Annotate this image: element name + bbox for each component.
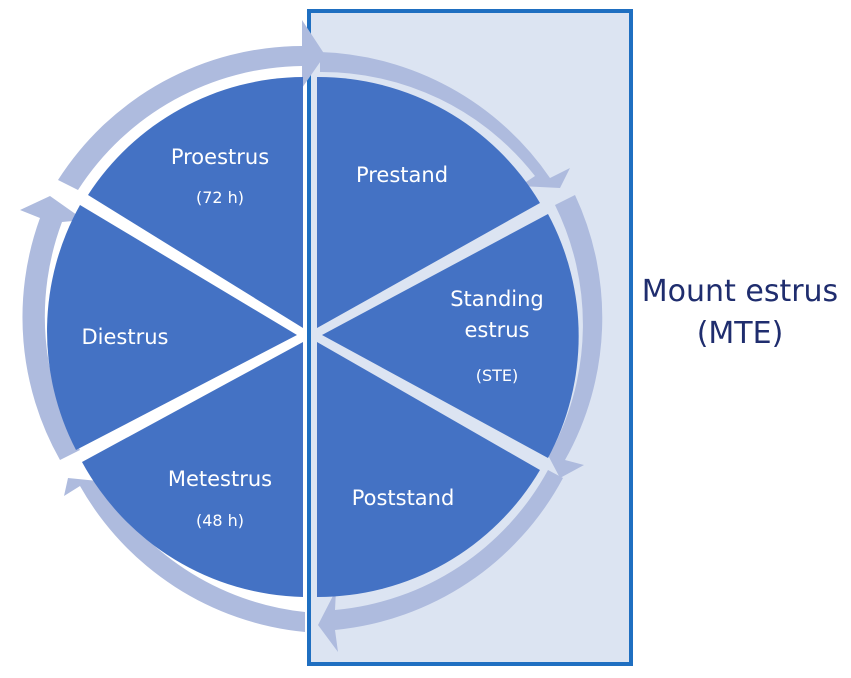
segment-prestand xyxy=(317,76,540,328)
label-metestrus-duration: (48 h) xyxy=(196,511,244,530)
cycle-arrow-1 xyxy=(58,20,325,190)
label-standing-line1: Standing xyxy=(450,287,544,311)
label-diestrus: Diestrus xyxy=(82,325,169,349)
mount-estrus-label-line1: Mount estrus xyxy=(642,274,838,309)
label-standing-line2: estrus xyxy=(465,318,530,342)
label-standing-abbrev: (STE) xyxy=(476,366,519,385)
cycle-arrow-2 xyxy=(320,52,570,188)
cycle-arrow-6 xyxy=(20,196,84,460)
segment-proestrus xyxy=(88,77,303,328)
segment-standing-estrus xyxy=(322,214,579,458)
label-metestrus: Metestrus xyxy=(168,467,272,491)
segment-diestrus xyxy=(47,205,298,450)
label-prestand: Prestand xyxy=(356,163,448,187)
segment-poststand xyxy=(317,342,540,598)
cycle-segments xyxy=(47,76,579,598)
cycle-arrow-4 xyxy=(318,470,563,652)
mount-estrus-label-line2: (MTE) xyxy=(697,316,784,351)
cycle-arrow-3 xyxy=(540,195,603,478)
label-proestrus: Proestrus xyxy=(171,145,269,169)
segment-metestrus xyxy=(82,342,303,597)
label-poststand: Poststand xyxy=(352,486,455,510)
label-proestrus-duration: (72 h) xyxy=(196,188,244,207)
